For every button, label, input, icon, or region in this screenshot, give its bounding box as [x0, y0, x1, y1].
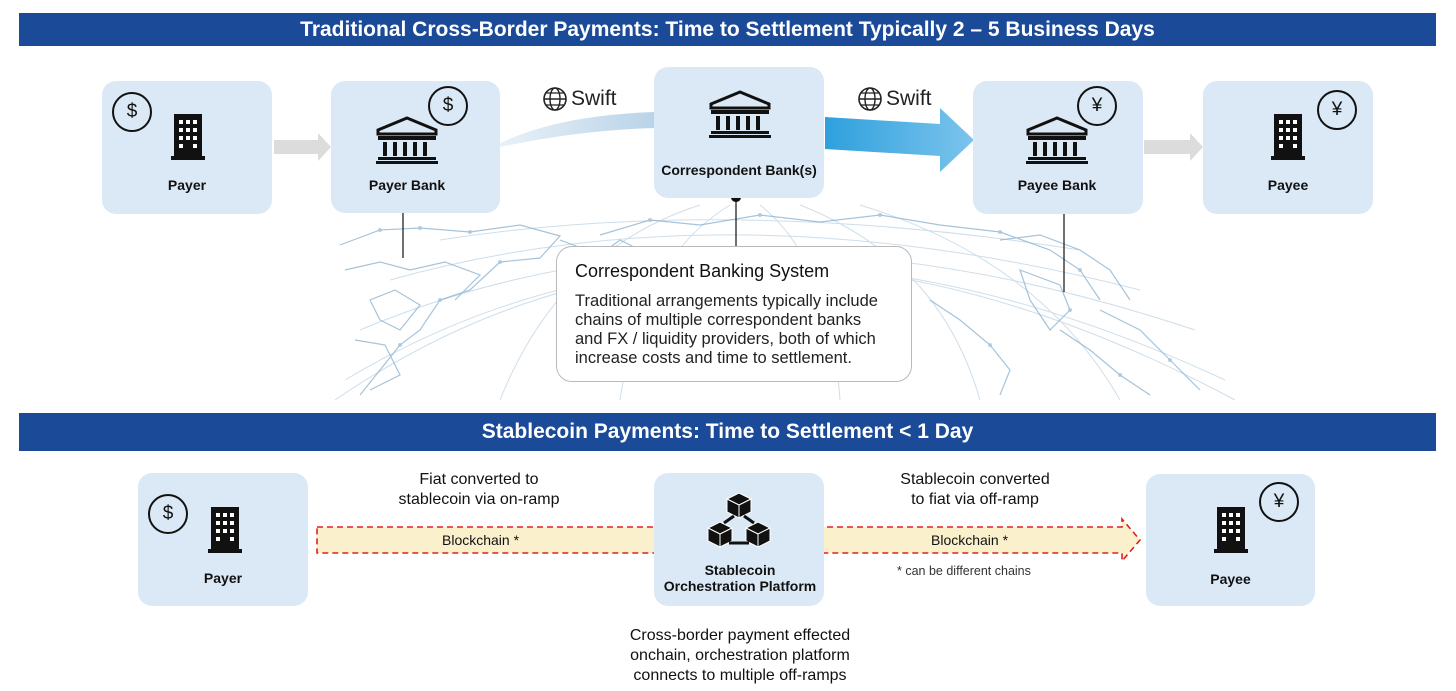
chains-footnote: * can be different chains — [897, 564, 1031, 578]
payer-bank-currency: $ — [442, 95, 454, 116]
correspondent-banking-callout: Correspondent Banking System Traditional… — [556, 246, 912, 382]
globe-icon — [543, 87, 567, 111]
office-building-icon — [208, 507, 242, 553]
office-building-icon — [171, 114, 205, 160]
swift-flow-left — [500, 112, 655, 147]
orchestration-platform-label-line1: Stablecoin — [704, 562, 776, 578]
yen-coin-icon: ¥ — [1317, 90, 1357, 130]
bank-icon — [376, 116, 438, 164]
blockchain-label-left: Blockchain * — [442, 532, 520, 548]
orchestration-platform-label: Stablecoin Orchestration Platform — [654, 562, 826, 594]
stablecoin-payer-label: Payer — [203, 570, 243, 586]
orchestration-platform-label-line2: Orchestration Platform — [663, 578, 817, 594]
payer-label: Payer — [167, 177, 207, 193]
payer-bank-label: Payer Bank — [368, 177, 446, 193]
traditional-banner: Traditional Cross-Border Payments: Time … — [19, 13, 1436, 46]
blockchain-label-right: Blockchain * — [931, 532, 1009, 548]
arrow-bank-to-payee — [1144, 133, 1203, 161]
platform-note-line2: onchain, orchestration platform — [630, 647, 850, 664]
platform-note-line3: connects to multiple off-ramps — [633, 667, 847, 684]
correspondent-bank-label: Correspondent Bank(s) — [661, 162, 817, 178]
swift-label-right: Swift — [857, 86, 932, 112]
yen-coin-icon: ¥ — [1259, 482, 1299, 522]
blockchain-band-border — [316, 516, 1142, 564]
dollar-coin-icon: $ — [148, 494, 188, 534]
payee-label: Payee — [1267, 177, 1309, 193]
swift-text: Swift — [571, 87, 617, 110]
blockchain-cubes-icon — [707, 492, 771, 548]
office-building-icon — [1214, 507, 1248, 553]
onramp-caption-line2: stablecoin via on-ramp — [398, 491, 560, 508]
onramp-caption-line1: Fiat converted to — [419, 471, 539, 488]
swift-flow-right — [825, 108, 974, 172]
yen-coin-icon: ¥ — [1077, 86, 1117, 126]
callout-title: Correspondent Banking System — [575, 261, 830, 281]
callout-body: Traditional arrangements typically inclu… — [575, 292, 878, 367]
bank-icon — [709, 90, 771, 138]
payee-currency: ¥ — [1331, 99, 1343, 120]
payee-bank-label: Payee Bank — [1017, 177, 1097, 193]
dollar-coin-icon: $ — [428, 86, 468, 126]
office-building-icon — [1271, 114, 1305, 160]
stablecoin-banner-text: Stablecoin Payments: Time to Settlement … — [481, 420, 974, 443]
dollar-coin-icon: $ — [112, 92, 152, 132]
globe-icon — [858, 87, 882, 111]
arrow-payer-to-bank — [274, 133, 331, 161]
payee-bank-currency: ¥ — [1091, 95, 1103, 116]
stablecoin-banner: Stablecoin Payments: Time to Settlement … — [19, 413, 1436, 451]
offramp-caption-line1: Stablecoin converted — [900, 471, 1050, 488]
stablecoin-payee-currency: ¥ — [1273, 491, 1285, 512]
offramp-caption: Stablecoin converted to fiat via off-ram… — [870, 470, 1080, 510]
offramp-caption-line2: to fiat via off-ramp — [911, 491, 1039, 508]
payer-currency: $ — [126, 101, 138, 122]
stablecoin-payer-currency: $ — [162, 503, 174, 524]
swift-text: Swift — [886, 87, 932, 110]
swift-label-left: Swift — [542, 86, 617, 112]
platform-note-line1: Cross-border payment effected — [629, 627, 851, 644]
stablecoin-payee-label: Payee — [1210, 571, 1251, 587]
traditional-banner-text: Traditional Cross-Border Payments: Time … — [300, 17, 1155, 41]
platform-note: Cross-border payment effected onchain, o… — [600, 626, 880, 686]
onramp-caption: Fiat converted to stablecoin via on-ramp — [370, 470, 588, 510]
bank-icon — [1026, 116, 1088, 164]
